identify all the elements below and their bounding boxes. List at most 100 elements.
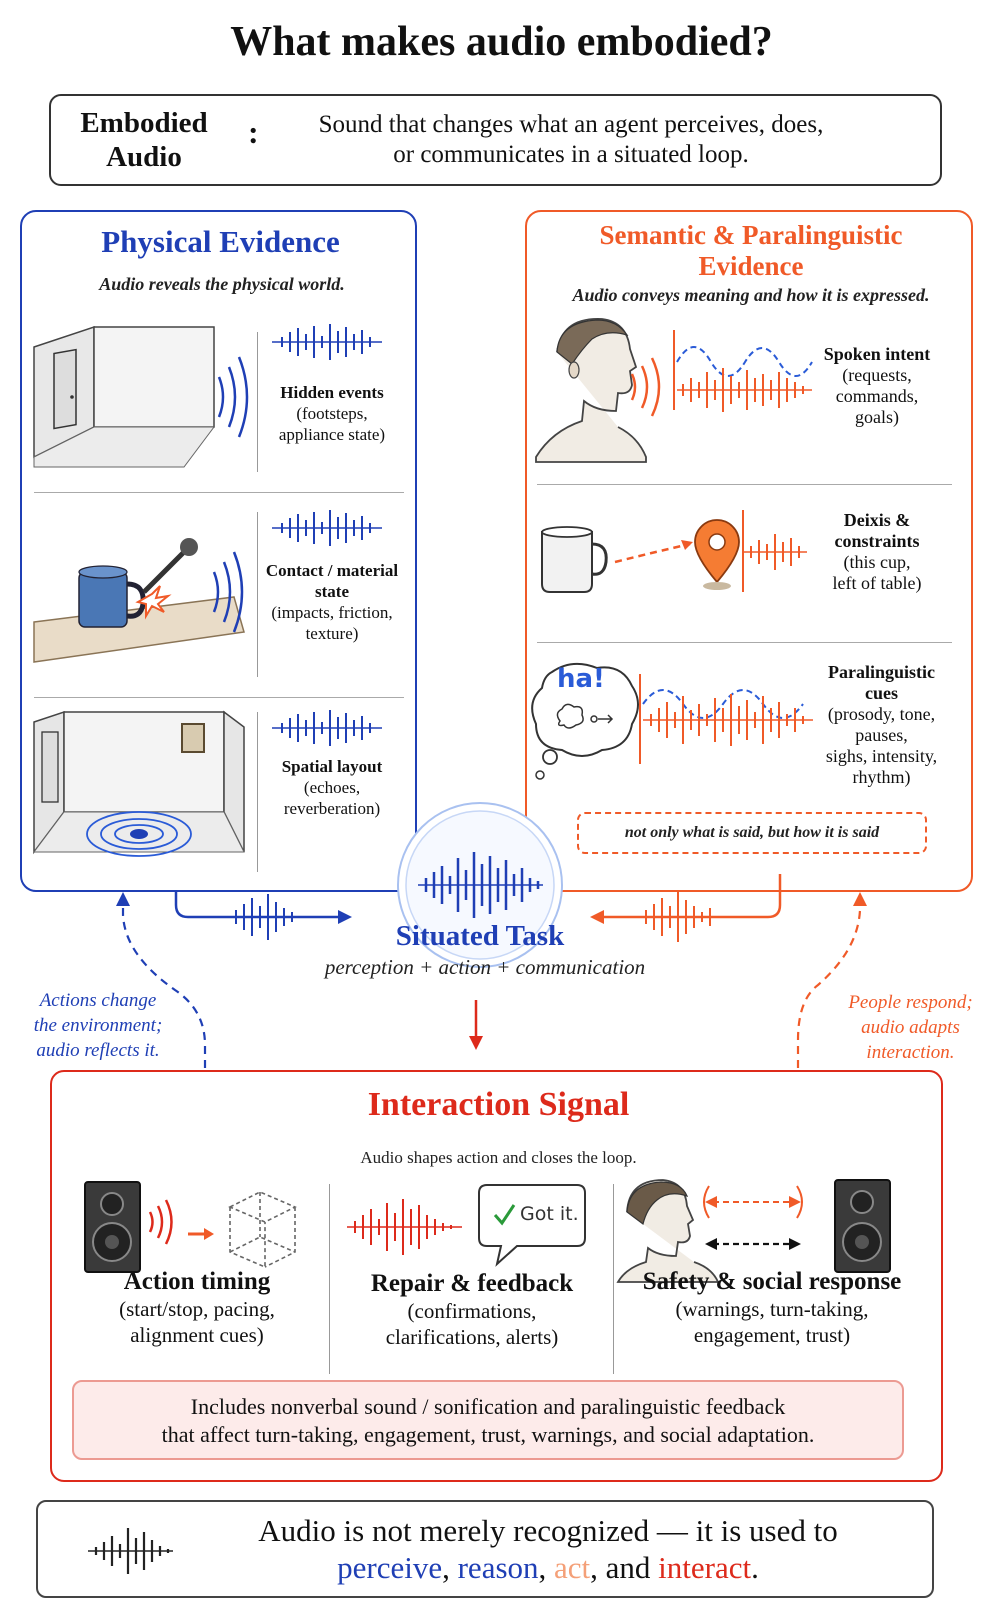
left-loop-line1: Actions change — [39, 990, 157, 1011]
definition-line2: or communicates in a situated loop. — [393, 141, 749, 168]
interaction-note: Includes nonverbal sound / sonification … — [72, 1380, 904, 1460]
physical-heading: Physical Evidence — [101, 224, 340, 259]
person-speaker-exchange-illustration — [616, 1179, 891, 1283]
semantic-item3-detail3: sighs, intensity, — [825, 746, 938, 766]
repair-feedback-label: Repair & feedback (confirmations, clarif… — [330, 1270, 614, 1350]
left-loop-line3: audio reflects it. — [36, 1040, 160, 1061]
left-loop-line2: the environment; — [33, 1015, 163, 1036]
divider — [257, 332, 258, 472]
right-loop-line3: interaction. — [866, 1042, 955, 1063]
footer-reason: reason — [457, 1550, 539, 1585]
footer-line2: perceive, reason, act, and interact. — [208, 1549, 888, 1586]
divider — [613, 1184, 614, 1374]
paralinguistic-waveform-icon — [642, 689, 813, 746]
action-timing-label: Action timing (start/stop, pacing, align… — [62, 1268, 332, 1348]
interaction-signal-panel: Interaction Signal Audio shapes action a… — [50, 1070, 943, 1482]
divider — [257, 512, 258, 677]
semantic-item3-detail1: (prosody, tone, — [827, 704, 936, 724]
semantic-item1-title: Spoken intent — [823, 344, 931, 364]
physical-item3-detail1: (echoes, — [303, 778, 361, 797]
physical-item1-detail1: (footsteps, — [296, 404, 368, 423]
semantic-item1-detail1: (requests, — [842, 365, 912, 385]
physical-item1-label: Hidden events (footsteps, appliance stat… — [257, 382, 407, 445]
footer-sep2: , — [538, 1550, 547, 1585]
divider — [673, 330, 675, 410]
semantic-item1-label: Spoken intent (requests, commands, goals… — [812, 344, 942, 428]
interaction-heading: Interaction Signal — [367, 1086, 630, 1123]
physical-item3-detail2: reverberation) — [283, 799, 381, 818]
interaction-subtitle: Audio shapes action and closes the loop. — [360, 1148, 637, 1167]
definition-separator: : — [248, 114, 259, 150]
left-loop-label: Actions change the environment; audio re… — [8, 988, 188, 1063]
physical-item2-label: Contact / material state (impacts, frict… — [257, 560, 407, 644]
person-head-illustration — [535, 318, 647, 463]
room-echo-illustration — [33, 710, 245, 857]
physical-item2-title2: state — [315, 582, 349, 601]
divider — [34, 697, 404, 698]
prosody-waveform-icon — [676, 346, 813, 412]
physical-item1-detail2: appliance state) — [278, 425, 386, 444]
footer-text: Audio is not merely recognized — it is u… — [208, 1512, 888, 1586]
footer-act: act — [554, 1550, 591, 1585]
speech-bubble-icon — [478, 1184, 586, 1267]
footer-sep3: , and — [590, 1550, 651, 1585]
action-timing-title: Action timing — [123, 1268, 271, 1295]
physical-evidence-panel: Physical Evidence Audio reveals the phys… — [20, 210, 417, 892]
right-loop-label: People respond; audio adapts interaction… — [818, 990, 1003, 1065]
got-it-text: Got it. — [520, 1203, 579, 1225]
safety-social-label: Safety & social response (warnings, turn… — [607, 1268, 937, 1348]
action-timing-detail1: (start/stop, pacing, — [119, 1297, 275, 1321]
repair-feedback-title: Repair & feedback — [370, 1270, 574, 1297]
right-loop-line2: audio adapts — [861, 1017, 960, 1038]
physical-item3-label: Spatial layout (echoes, reverberation) — [257, 756, 407, 819]
semantic-item3-title2: cues — [865, 683, 898, 703]
physical-item2-detail1: (impacts, friction, — [271, 603, 393, 622]
situated-title: Situated Task — [395, 920, 565, 952]
mug-impact-illustration — [33, 538, 245, 663]
divider — [34, 492, 404, 493]
bubble-text: ha! — [557, 664, 605, 694]
footer-waveform-icon — [88, 1528, 173, 1574]
semantic-item2-detail2: left of table) — [832, 573, 922, 593]
physical-item3-title: Spatial layout — [281, 757, 383, 776]
waveform-icon — [272, 710, 382, 746]
thought-bubble-illustration — [531, 662, 639, 780]
voice-arcs-icon — [630, 357, 661, 417]
situated-subtitle: perception + action + communication — [324, 955, 646, 979]
semantic-item1-detail3: goals) — [855, 407, 899, 427]
physical-item2-title1: Contact / material — [265, 561, 399, 580]
semantic-subtitle: Audio conveys meaning and how it is expr… — [572, 285, 930, 305]
semantic-item3-title1: Paralinguistic — [828, 662, 935, 682]
right-loop-line1: People respond; — [848, 992, 973, 1013]
page-title: What makes audio embodied? — [230, 19, 773, 65]
footer-end: . — [751, 1550, 759, 1585]
waveform-icon — [272, 324, 382, 360]
definition-term: Embodied Audio — [80, 107, 208, 173]
action-timing-detail2: alignment cues) — [130, 1323, 264, 1347]
semantic-heading-line1: Semantic & Paralinguistic — [599, 220, 903, 250]
semantic-item2-label: Deixis & constraints (this cup, left of … — [812, 510, 942, 594]
semantic-item3-label: Paralinguistic cues (prosody, tone, paus… — [809, 662, 954, 788]
divider — [329, 1184, 330, 1374]
speaker-to-object-illustration — [84, 1181, 297, 1273]
repair-feedback-detail2: clarifications, alerts) — [385, 1325, 559, 1349]
divider — [639, 674, 641, 764]
divider — [537, 642, 952, 643]
repair-feedback-detail1: (confirmations, — [407, 1299, 537, 1323]
interaction-note-line2: that affect turn-taking, engagement, tru… — [161, 1422, 815, 1447]
semantic-item2-title2: constraints — [834, 531, 920, 551]
feedback-waveform-icon — [347, 1199, 462, 1255]
semantic-item1-detail2: commands, — [835, 386, 919, 406]
definition-box: Embodied Audio : Sound that changes what… — [49, 94, 942, 186]
divider — [537, 484, 952, 485]
semantic-evidence-panel: Semantic & Paralinguistic Evidence Audio… — [525, 210, 973, 892]
physical-subtitle: Audio reveals the physical world. — [99, 274, 345, 294]
physical-item1-title: Hidden events — [280, 383, 384, 402]
semantic-item3-detail4: rhythm) — [852, 767, 911, 787]
interaction-note-line1: Includes nonverbal sound / sonification … — [190, 1394, 786, 1419]
safety-social-detail2: engagement, trust) — [693, 1323, 851, 1347]
definition-line1: Sound that changes what an agent perceiv… — [318, 111, 824, 138]
footer-line1: Audio is not merely recognized — it is u… — [258, 1513, 838, 1548]
room-door-illustration — [33, 325, 249, 468]
